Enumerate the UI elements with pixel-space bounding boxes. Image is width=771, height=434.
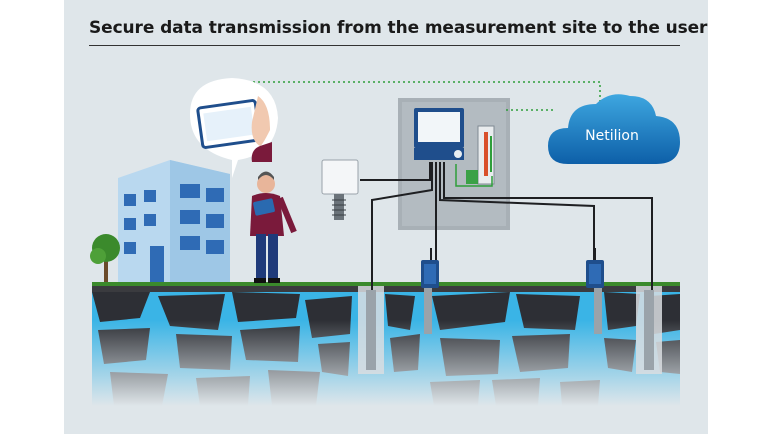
underground	[92, 290, 680, 406]
wireless-link	[228, 81, 601, 111]
probe-icon	[424, 286, 432, 334]
ground-surface	[92, 284, 680, 292]
probe-icon	[594, 286, 602, 334]
controller-cabinet-icon	[398, 98, 510, 230]
probe-icon	[586, 248, 604, 288]
person-icon	[250, 171, 297, 283]
cloud-label: Netilion	[585, 128, 639, 144]
building-icon	[118, 160, 230, 282]
smartphone-icon	[196, 96, 272, 162]
tablet-icon	[253, 198, 275, 216]
cloud-icon: Netilion	[548, 94, 680, 164]
tree-icon	[90, 234, 120, 282]
title-rule	[89, 45, 680, 46]
well-icon	[636, 286, 662, 374]
well-icon	[358, 286, 384, 374]
wiring	[360, 162, 653, 290]
diagram-title: Secure data transmission from the measur…	[89, 18, 708, 38]
grass-strip	[92, 282, 680, 286]
probe-icon	[421, 248, 439, 288]
sensor-box-icon	[321, 159, 359, 220]
